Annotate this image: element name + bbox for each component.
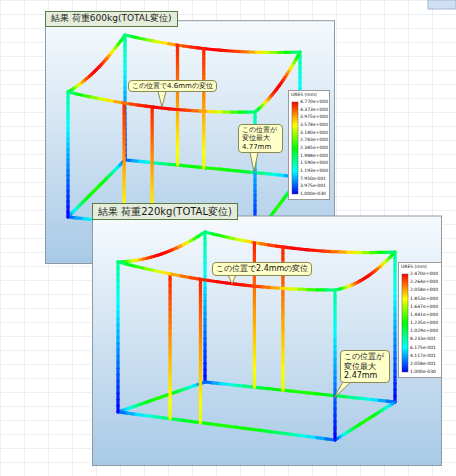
- frame-top-beam: [118, 232, 205, 262]
- frame-top-beam: [68, 92, 255, 112]
- scale-value: 1.988e+000: [300, 154, 328, 159]
- frame-top-beam: [68, 35, 125, 92]
- callout-pointer: [250, 152, 258, 172]
- scale-value: 4.117e-001: [410, 354, 436, 359]
- scale-value: 1.235e+000: [410, 321, 438, 326]
- frame-model: [68, 35, 300, 237]
- scale-value: 2.783e+000: [300, 138, 328, 143]
- frame-column-segment: [116, 406, 119, 412]
- scale-value: 2.470e+000: [410, 272, 438, 277]
- result-panel: 結果 荷重220kg(TOTAL変位) この位置で2.4mmの変位この位置が 変位…: [92, 200, 442, 466]
- scale-value: 2.264e+000: [410, 280, 438, 285]
- frame-bottom-beam: [125, 160, 300, 177]
- frame-column: [205, 232, 206, 382]
- frame-bottom-beam: [118, 382, 205, 412]
- frame-top-beam: [205, 232, 395, 253]
- frame-post-segment: [199, 417, 202, 423]
- scale-value: 1.029e+000: [410, 329, 438, 334]
- frame-top-beam-segment: [123, 35, 125, 38]
- scale-unit: URES (mm): [291, 93, 317, 98]
- callout-text: この位置が 変位最大 4.77mm: [242, 126, 279, 151]
- frame-post-segment: [176, 160, 179, 165]
- frame-top-beam-segment: [387, 250, 395, 253]
- scale-value: 1.000e-030: [410, 370, 436, 375]
- frame-post-segment: [281, 384, 284, 390]
- callout-pointer: [228, 275, 236, 284]
- frame-post-segment: [168, 413, 171, 419]
- frame-post: [203, 49, 204, 168]
- view-background: [93, 216, 442, 466]
- frame-top-beam: [125, 35, 300, 53]
- frame-top-beam: [118, 262, 335, 290]
- callout-text: この位置で4.6mmの変位: [132, 82, 213, 90]
- frame-model: [118, 232, 395, 440]
- frame-post: [177, 45, 178, 165]
- corner-tab: [428, 0, 456, 9]
- scale-value: 6.175e-001: [410, 346, 436, 351]
- frame-column: [118, 262, 119, 412]
- frame-top-beam-segment: [201, 232, 205, 234]
- callout-text: この位置で2.4mmの変位: [216, 264, 308, 274]
- scale-value: 2.058e-001: [410, 362, 436, 367]
- scale-value: 7.950e-001: [300, 177, 326, 182]
- scale-value: 1.590e+000: [300, 161, 328, 166]
- frame-column-segment: [66, 212, 69, 217]
- callout-pointer: [334, 382, 351, 398]
- scale-value: 2.385e+000: [300, 146, 328, 151]
- frame-top-beam-segment: [247, 110, 255, 113]
- scale-value: 3.578e+000: [300, 123, 328, 128]
- frame-column: [335, 290, 336, 440]
- scale-value: 1.000e-030: [300, 192, 326, 197]
- color-bar-fill: [292, 102, 298, 194]
- scale-value: 1.647e+000: [410, 305, 438, 310]
- frame-column: [125, 35, 126, 160]
- panel-title: 結果 荷重600kg(TOTAL変位): [45, 11, 178, 27]
- color-scale: URES (mm) 2.470e+000 2.264e+000 2.058e+000 1…: [398, 262, 442, 378]
- frame-column: [68, 92, 69, 217]
- callout-pointer: [158, 91, 166, 107]
- frame-post-segment: [253, 381, 256, 387]
- frame-column-segment: [333, 434, 336, 440]
- frame-column: [395, 252, 396, 402]
- scale-value: 4.770e+000: [300, 100, 328, 105]
- fea-illustration: [92, 200, 442, 466]
- callout-box: この位置で2.4mmの変位: [212, 262, 312, 276]
- frame-post-segment: [202, 163, 205, 168]
- frame-bottom-beam: [205, 382, 395, 402]
- frame-post: [170, 274, 171, 419]
- callout-box: この位置で4.6mmの変位: [128, 80, 217, 92]
- frame-top-beam-segment: [326, 288, 335, 291]
- color-bar-fill: [402, 274, 408, 372]
- panel-title: 結果 荷重220kg(TOTAL変位): [92, 203, 238, 220]
- frame-bottom-beam: [335, 402, 395, 440]
- callout-box: この位置が 変位最大 2.47mm: [340, 350, 390, 383]
- scale-value: 3.975e+000: [300, 115, 328, 120]
- frame-bottom-beam: [118, 412, 335, 440]
- frame-top-beam: [335, 252, 395, 290]
- frame-post: [200, 279, 201, 422]
- callout-text: この位置が 変位最大 2.47mm: [344, 352, 386, 381]
- scale-value: 8.233e-001: [410, 337, 436, 342]
- scale-value: 1.441e+000: [410, 313, 438, 318]
- scale-value: 2.058e+000: [410, 288, 438, 293]
- scale-value: 3.180e+000: [300, 131, 328, 136]
- scale-value: 3.975e-001: [300, 184, 326, 189]
- scale-value: 1.853e+000: [410, 297, 438, 302]
- scale-value: 1.193e+000: [300, 169, 328, 174]
- scale-unit: URES (mm): [401, 265, 427, 270]
- color-scale: URES (mm) 4.770e+000 4.373e+000 3.975e+000 3…: [288, 90, 330, 200]
- callout-box: この位置が 変位最大 4.77mm: [238, 124, 283, 153]
- scale-value: 4.373e+000: [300, 108, 328, 113]
